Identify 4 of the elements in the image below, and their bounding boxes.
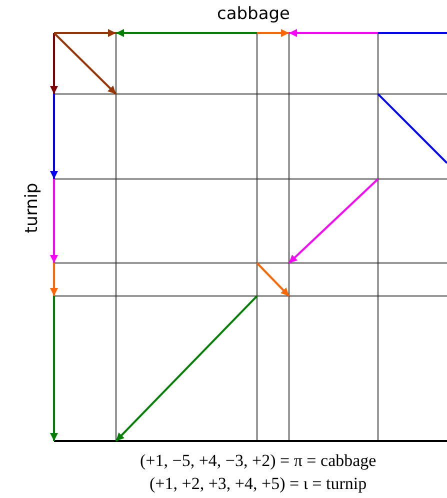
axis-title: turnip: [22, 182, 42, 234]
axis-title: cabbage: [217, 4, 290, 24]
caption-line: (+1, +2, +3, +4, +5) = ι = turnip: [150, 474, 367, 494]
caption-line: (+1, −5, +4, −3, +2) = π = cabbage: [140, 451, 376, 471]
